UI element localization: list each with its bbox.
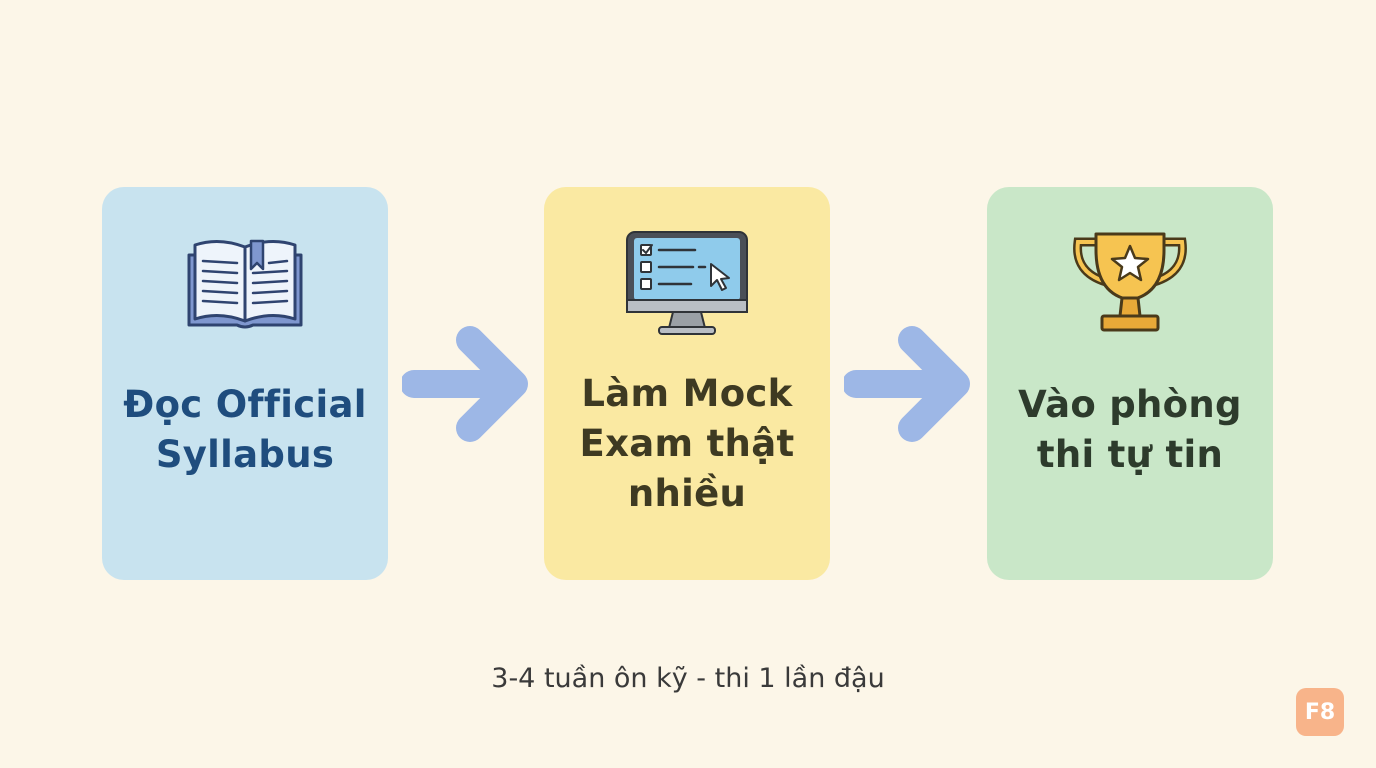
step-card-2: Làm Mock Exam thật nhiều <box>544 187 830 580</box>
trophy-icon <box>987 227 1273 339</box>
arrow-right-icon <box>842 326 974 442</box>
f8-logo: F8 <box>1296 688 1344 736</box>
computer-checklist-icon <box>544 227 830 339</box>
arrow-right-icon <box>400 326 532 442</box>
step-card-1: Đọc Official Syllabus <box>102 187 388 580</box>
open-book-icon <box>102 227 388 339</box>
footer-caption: 3-4 tuần ôn kỹ - thi 1 lần đậu <box>491 663 885 694</box>
step-card-3: Vào phòng thi tự tin <box>987 187 1273 580</box>
step-label-1: Đọc Official Syllabus <box>123 383 367 476</box>
step-label-2: Làm Mock Exam thật nhiều <box>579 372 795 515</box>
step-label-3: Vào phòng thi tự tin <box>1018 383 1242 476</box>
